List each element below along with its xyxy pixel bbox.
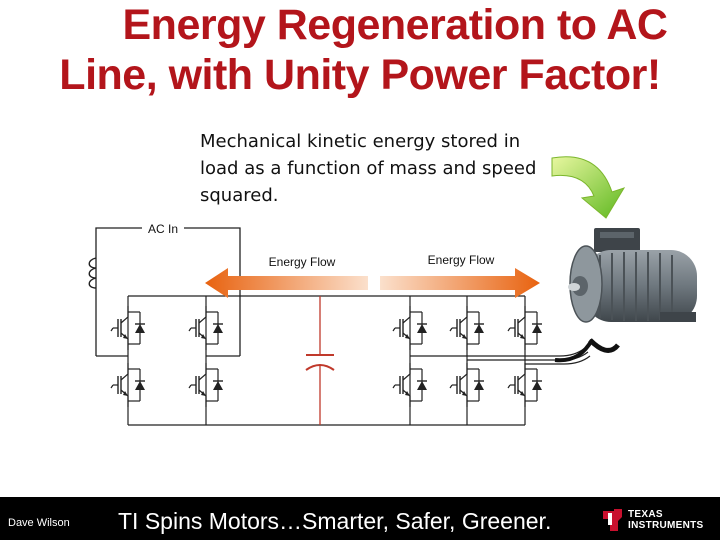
- dc-link-capacitor: [305, 296, 335, 425]
- ac-in-label: AC In: [148, 222, 178, 236]
- footer-bar: Dave Wilson TI Spins Motors…Smarter, Saf…: [0, 497, 720, 540]
- kinetic-energy-note: Mechanical kinetic energy stored in load…: [200, 131, 537, 206]
- slide-title: Energy Regeneration to AC Line, with Uni…: [0, 0, 720, 100]
- ti-logo-icon: TEXAS INSTRUMENTS: [600, 505, 718, 535]
- energy-flow-arrow-left: [205, 268, 368, 298]
- motor-icon: [554, 228, 697, 363]
- footer-tagline: TI Spins Motors…Smarter, Safer, Greener.: [118, 508, 552, 534]
- curved-arrow-icon: [551, 156, 626, 219]
- logo-line-2: INSTRUMENTS: [628, 520, 704, 531]
- title-line-2: Line, with Unity Power Factor!: [59, 51, 661, 99]
- inductor-icon: [88, 257, 97, 289]
- title-line-1: Energy Regeneration to AC: [122, 1, 669, 49]
- presenter-name: Dave Wilson: [8, 517, 70, 529]
- ac-input-loop: [88, 227, 241, 357]
- energy-flow-label-left: Energy Flow: [269, 255, 336, 269]
- rectifier-bridge: [110, 296, 224, 425]
- inverter-circuit-diagram: AC In Energy Flow: [88, 156, 697, 426]
- energy-flow-label-right: Energy Flow: [428, 253, 495, 267]
- energy-flow-arrow-right: [380, 268, 540, 298]
- logo-line-1: TEXAS: [628, 509, 663, 520]
